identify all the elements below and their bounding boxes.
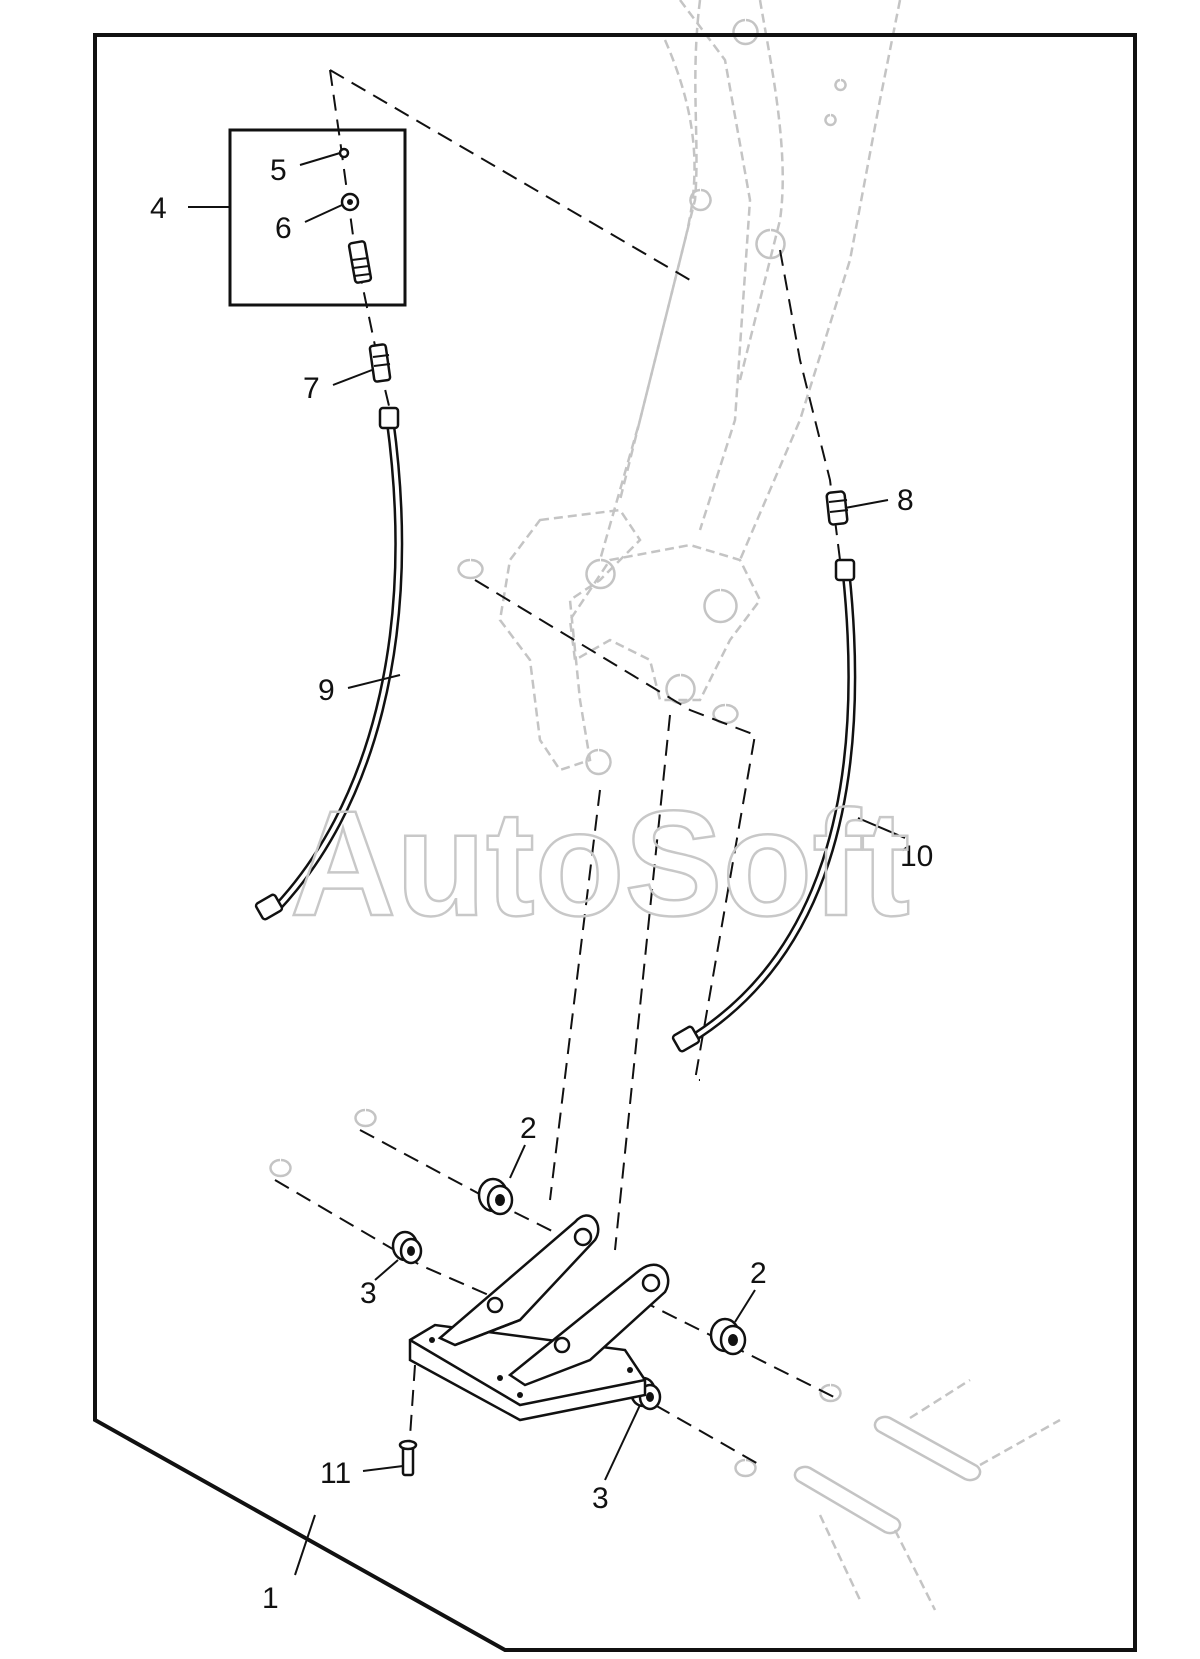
washer-6-hole	[347, 199, 353, 205]
callout-2-upper: 2	[520, 1112, 537, 1145]
callout-4: 4	[150, 192, 167, 225]
bushing-2-upper	[477, 1177, 514, 1216]
ghost-bucket-linkage	[269, 508, 842, 1478]
callout-8: 8	[897, 484, 914, 517]
adapter-7	[368, 343, 392, 383]
bushing-2-right	[709, 1317, 747, 1356]
bushing-3-left	[391, 1230, 423, 1265]
watermark: AutoSoft	[290, 779, 910, 947]
callout-9: 9	[318, 674, 335, 707]
bolt-11	[398, 1439, 418, 1477]
callout-labels: 1 2 3 4 5 6 7 8 9 10 2 3 11	[150, 154, 933, 1615]
callout-10: 10	[900, 840, 933, 873]
callout-7: 7	[303, 372, 320, 405]
adapter-8	[825, 490, 849, 526]
callout-3-right: 3	[592, 1482, 609, 1515]
ball-fitting-5	[338, 147, 350, 159]
fitting-parts	[338, 147, 849, 526]
callout-6: 6	[275, 212, 292, 245]
callout-1: 1	[262, 1582, 279, 1615]
callout-5: 5	[270, 154, 287, 187]
leader-lines	[188, 152, 906, 1576]
hose-9	[254, 406, 404, 921]
callout-2-right: 2	[750, 1257, 767, 1290]
detail-box-4	[228, 128, 407, 307]
mounting-bracket	[408, 1214, 670, 1422]
kit-boundary	[93, 33, 1137, 1652]
ghost-pins	[793, 1378, 1061, 1611]
callout-3-left: 3	[360, 1277, 377, 1310]
ghost-boom-arm	[598, 0, 902, 561]
hose-10	[671, 558, 857, 1053]
callout-11: 11	[320, 1457, 351, 1490]
grease-nipple-4	[347, 240, 373, 284]
